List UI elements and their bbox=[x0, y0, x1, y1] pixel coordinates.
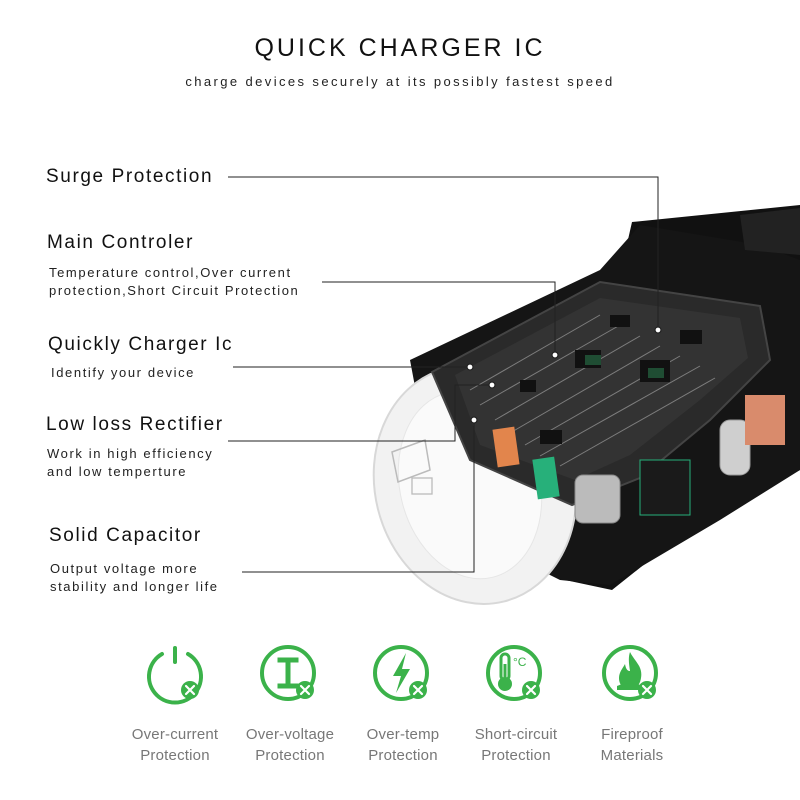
feature-low-loss-rectifier-desc: Work in high efficiency and low tempertu… bbox=[47, 445, 213, 481]
protection-label-line1: Short-circuit bbox=[474, 726, 558, 743]
protection-label-line2: Materials bbox=[600, 747, 664, 764]
page-subtitle: charge devices securely at its possibly … bbox=[185, 74, 615, 89]
protection-label-line2: Protection bbox=[481, 747, 551, 764]
feature-main-controler-title: Main Controler bbox=[47, 232, 195, 253]
feature-quickly-charger-title: Quickly Charger Ic bbox=[48, 334, 234, 355]
protection-label-line2: Protection bbox=[255, 747, 325, 764]
protection-label-line1: Fireproof bbox=[601, 726, 663, 743]
callout-lines bbox=[228, 176, 659, 573]
callout-dots bbox=[466, 326, 662, 424]
protection-label-line2: Protection bbox=[368, 747, 438, 764]
protection-label: Over-voltage Protection bbox=[230, 724, 350, 766]
power-icon bbox=[147, 646, 203, 705]
usb-ports bbox=[492, 395, 785, 500]
feature-surge-protection-title: Surge Protection bbox=[46, 166, 214, 187]
celsius-symbol: °C bbox=[513, 655, 527, 669]
fire-icon bbox=[602, 645, 658, 701]
feature-quickly-charger-desc: Identify your device bbox=[51, 364, 195, 382]
protection-label: Fireproof Materials bbox=[572, 724, 692, 766]
feature-solid-capacitor-title: Solid Capacitor bbox=[49, 525, 202, 546]
protection-label: Over-current Protection bbox=[115, 724, 235, 766]
protection-label-line1: Over-current bbox=[131, 726, 219, 743]
protection-over-voltage: Over-voltage Protection bbox=[230, 640, 350, 766]
thermometer-icon: °C bbox=[486, 645, 542, 701]
feature-desc-line: and low temperture bbox=[47, 464, 188, 479]
feature-desc-line: Work in high efficiency bbox=[47, 446, 214, 461]
components bbox=[574, 419, 751, 524]
feature-solid-capacitor-desc: Output voltage more stability and longer… bbox=[50, 560, 219, 596]
protection-label-line1: Over-temp bbox=[366, 726, 440, 743]
feature-main-controler-desc: Temperature control,Over current protect… bbox=[49, 264, 299, 300]
protection-short-circuit: °C Short-circuit Protection bbox=[456, 640, 576, 766]
feature-low-loss-rectifier-title: Low loss Rectifier bbox=[46, 414, 224, 435]
protection-fireproof: Fireproof Materials bbox=[572, 640, 692, 766]
feature-desc-line: Identify your device bbox=[51, 365, 196, 380]
feature-desc-line: stability and longer life bbox=[50, 579, 219, 594]
protection-over-temp: Over-temp Protection bbox=[343, 640, 463, 766]
page-title: QUICK CHARGER IC bbox=[254, 34, 546, 62]
voltage-icon bbox=[260, 645, 316, 701]
feature-desc-line: Temperature control,Over current bbox=[49, 265, 292, 280]
feature-desc-line: Output voltage more bbox=[50, 561, 199, 576]
lightning-icon bbox=[373, 645, 429, 701]
protection-label-line2: Protection bbox=[140, 747, 210, 764]
protection-over-current: Over-current Protection bbox=[115, 640, 235, 766]
protection-label: Short-circuit Protection bbox=[456, 724, 576, 766]
protection-label-line1: Over-voltage bbox=[245, 726, 335, 743]
protection-label: Over-temp Protection bbox=[343, 724, 463, 766]
feature-desc-line: protection,Short Circuit Protection bbox=[49, 283, 300, 298]
